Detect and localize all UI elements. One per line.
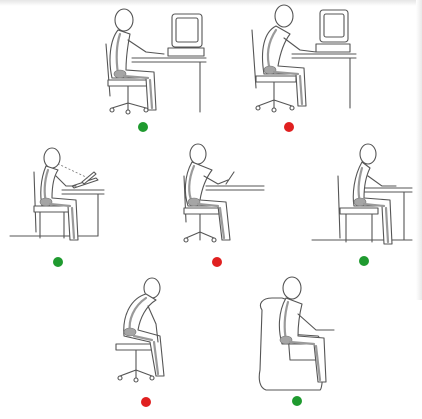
status-dot-bad: [212, 257, 222, 267]
status-dot-bad: [284, 122, 294, 132]
figure-stool-bent-forward: [116, 278, 164, 382]
figure-desk-writing-hunched: [184, 144, 264, 242]
status-dot-good: [53, 257, 63, 267]
status-dot-good: [292, 396, 302, 406]
figure-armchair-upright: [259, 277, 334, 390]
figure-desk-monitor-slouched: [252, 5, 356, 112]
status-dot-good: [359, 256, 369, 266]
figure-desk-writing-upright: [312, 144, 412, 244]
status-dot-good: [138, 122, 148, 132]
figure-desk-monitor-upright: [106, 9, 206, 114]
figure-desk-laptop-stand: [10, 148, 104, 240]
status-dot-bad: [141, 397, 151, 407]
